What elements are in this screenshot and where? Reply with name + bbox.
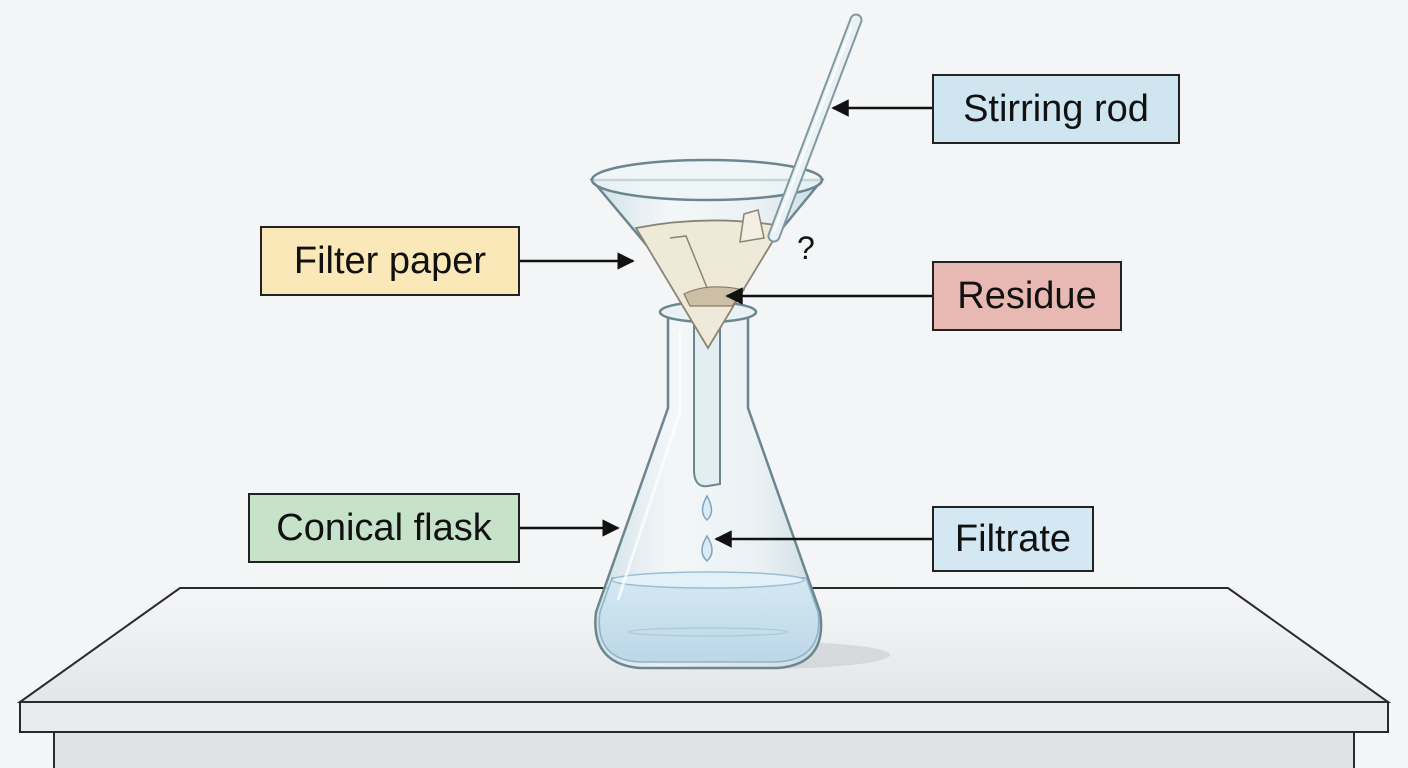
filter-paper-cone — [634, 209, 784, 350]
stirring-rod-label: Stirring rod — [932, 74, 1180, 144]
label-arrows — [520, 99, 932, 548]
conical-flask-label: Conical flask — [248, 493, 520, 563]
filtrate-droplets — [701, 494, 713, 563]
question-mark: ? — [797, 230, 815, 266]
funnel-stem — [693, 299, 721, 488]
residue-label: Residue — [932, 261, 1122, 331]
filter-paper-label: Filter paper — [260, 226, 520, 296]
filtrate-label: Filtrate — [932, 506, 1094, 572]
stirring-rod — [767, 13, 863, 243]
